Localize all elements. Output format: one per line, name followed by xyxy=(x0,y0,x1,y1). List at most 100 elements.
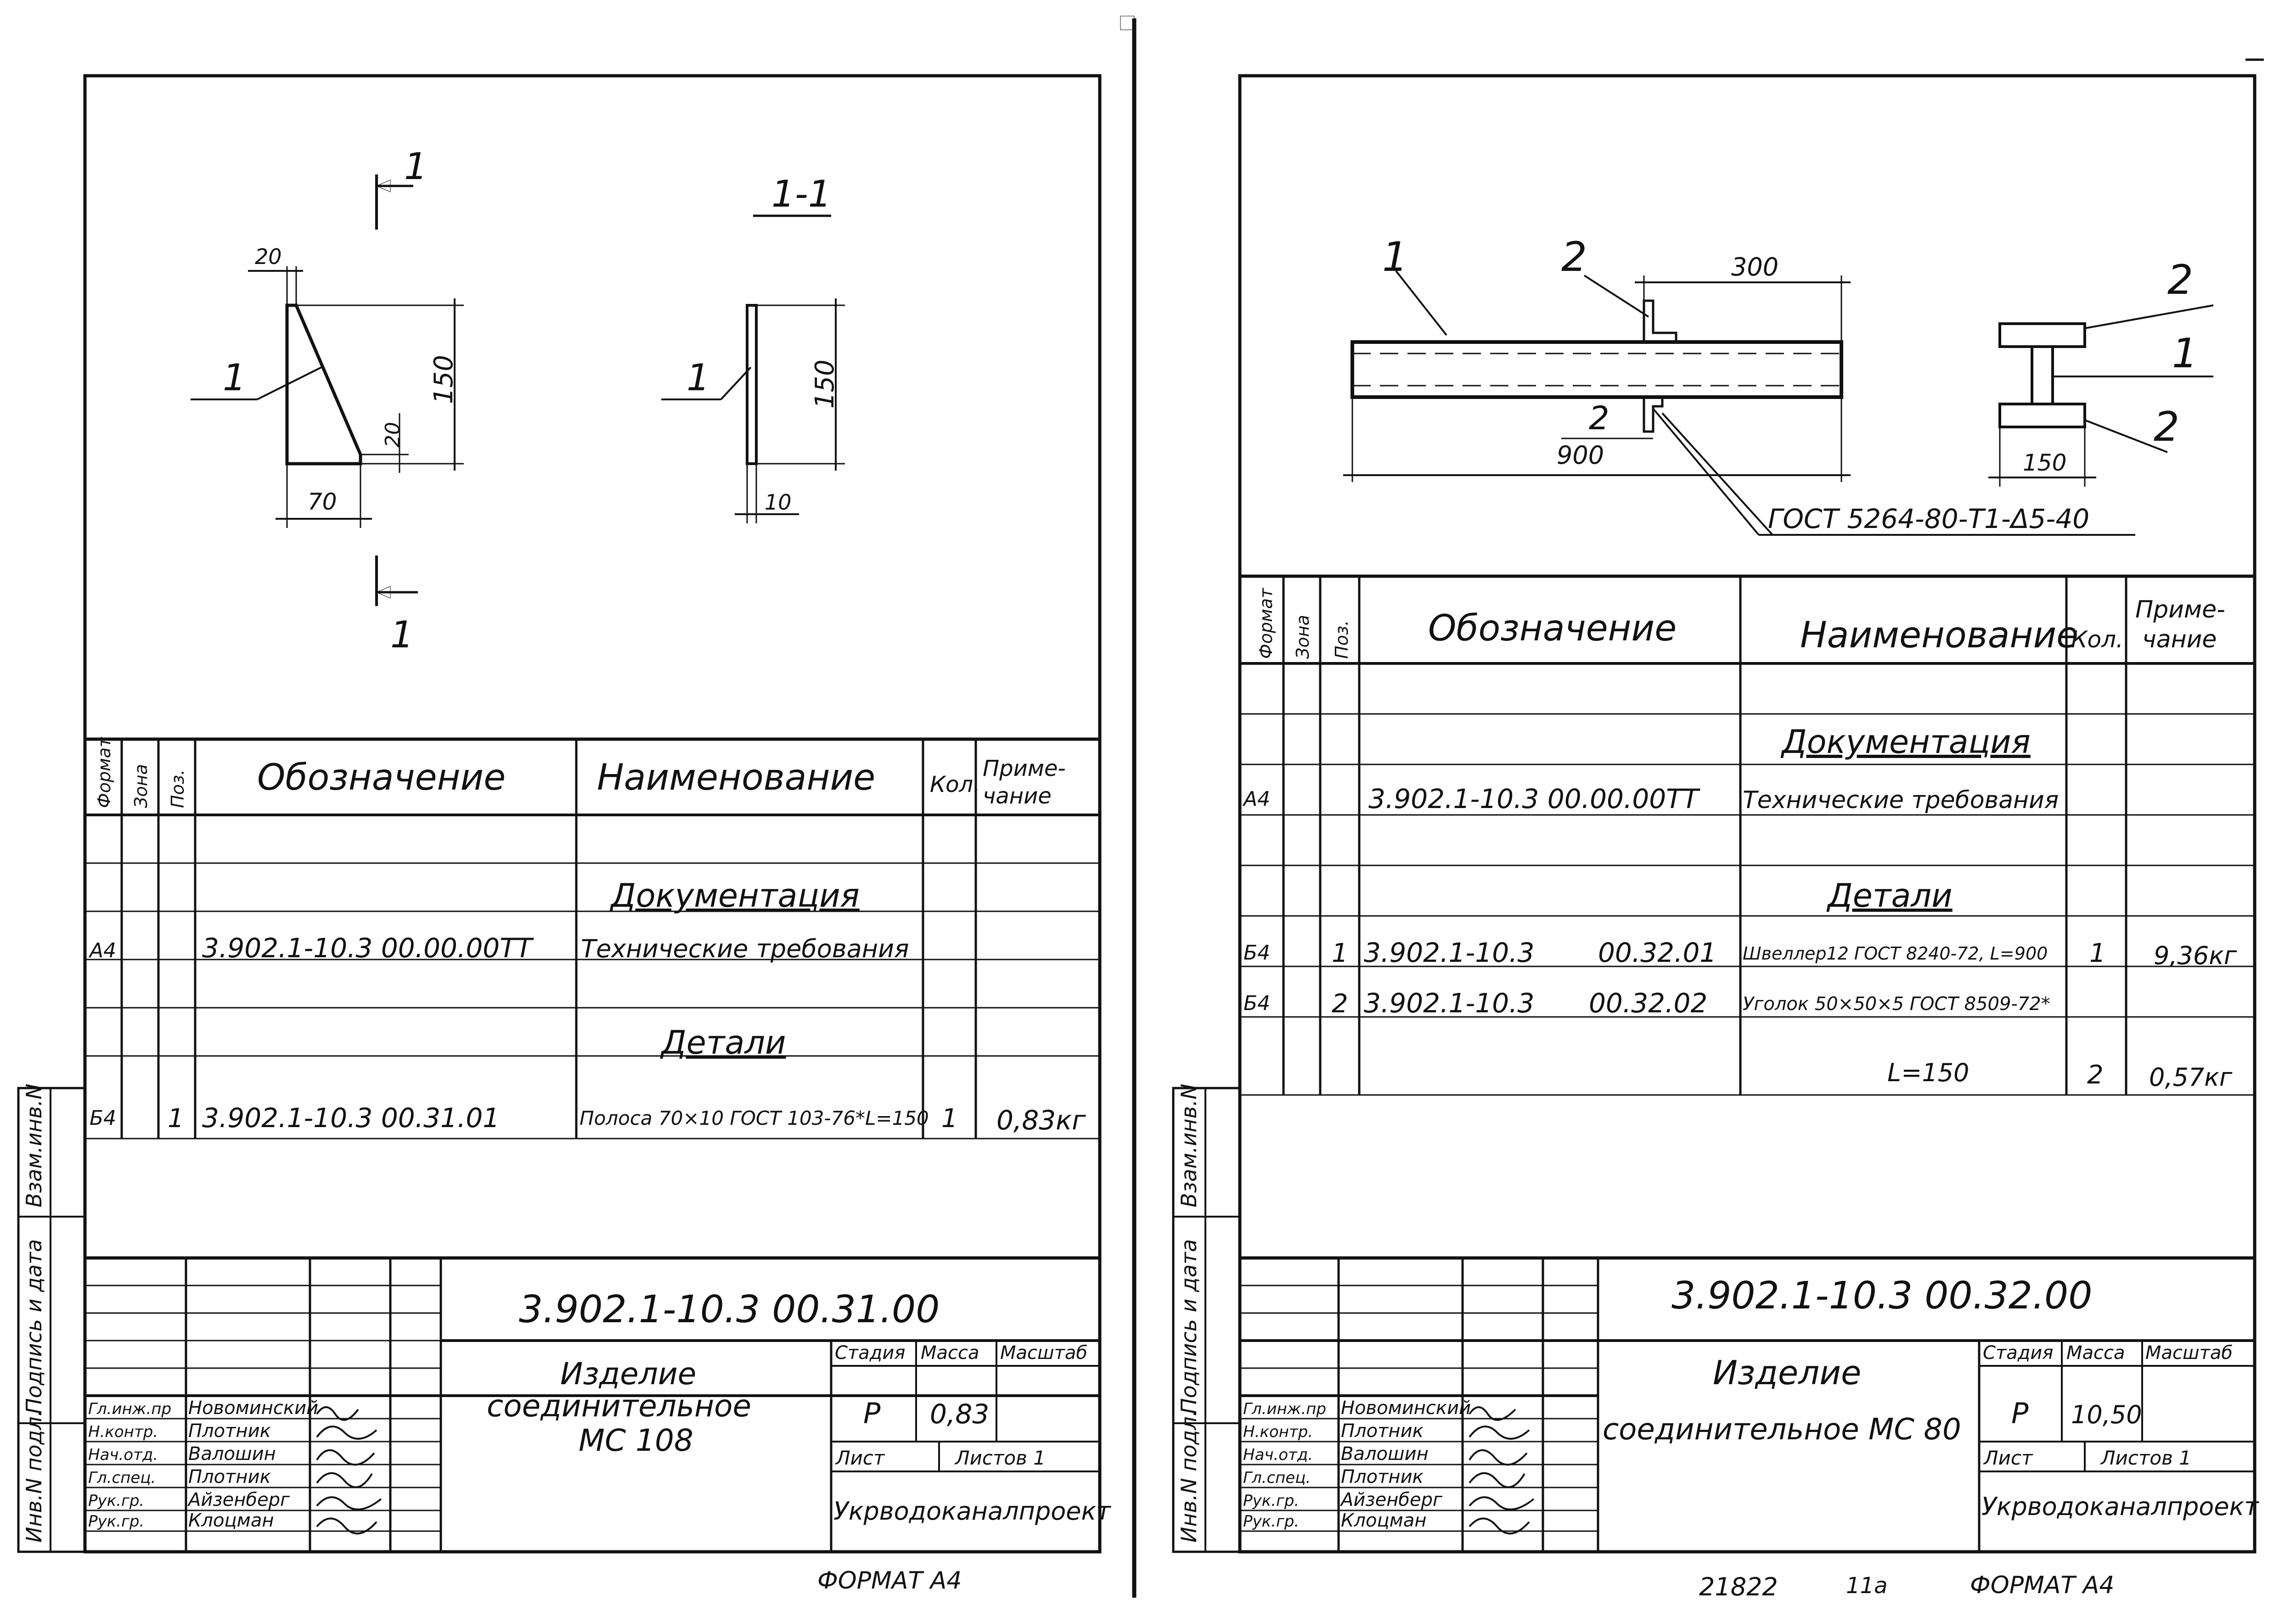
dim-300: 300 xyxy=(1731,253,1778,281)
right-stamp-sign: Подпись и дата xyxy=(1176,1239,1201,1414)
left-sheet: Инв.N подл. Подпись и дата Взам.инв.N 1 … xyxy=(17,74,1111,1594)
tb-mass: 0,83 xyxy=(930,1398,989,1430)
r-hdr-qty: Кол. xyxy=(2071,626,2123,653)
dim-150: 150 xyxy=(429,355,459,404)
left-spec-table: Формат Зона Поз. Обозначение Наименовани… xyxy=(85,736,1100,1260)
r-tb-role-3: Нач.отд. xyxy=(1243,1446,1313,1464)
tb-code: 3.902.1-10.3 00.31.00 xyxy=(519,1288,940,1331)
section-mark-top-label: 1 xyxy=(404,145,428,188)
signature-2 xyxy=(316,1426,377,1440)
tb-role-1: Гл.инж.пр xyxy=(88,1400,171,1418)
r-tb-name-2: соединительное МС 80 xyxy=(1603,1413,1961,1447)
r-row2-format: Б4 xyxy=(1244,992,1270,1015)
left-stamp-vzam: Взам.инв.N xyxy=(22,1083,46,1207)
r-row2-des-a: 3.902.1-10.3 xyxy=(1364,988,1534,1019)
r-tb-name-1: Изделие xyxy=(1713,1353,1861,1392)
tb-person-1: Новоминский xyxy=(188,1398,318,1419)
r-section-details: Детали xyxy=(1826,877,1953,915)
r-row1-pos: 1 xyxy=(1332,938,1348,968)
docs-name: Технические требования xyxy=(581,934,909,963)
right-side-stamp xyxy=(1172,1087,1241,1553)
hdr-designation: Обозначение xyxy=(257,757,506,798)
r-tb-code: 3.902.1-10.3 00.32.00 xyxy=(1671,1274,2092,1318)
r-row2-pos: 2 xyxy=(1332,989,1348,1019)
r-row1-qty: 1 xyxy=(2089,938,2106,968)
right-format-footer: ФОРМАТ А4 xyxy=(1970,1572,2114,1599)
r-tb-role-5: Рук.гр. xyxy=(1243,1492,1299,1510)
r-signature-3 xyxy=(1469,1449,1528,1466)
left-side-stamp xyxy=(17,1087,86,1553)
r-hdr-name: Наименование xyxy=(1800,615,2078,656)
left-format-footer: ФОРМАТ А4 xyxy=(817,1567,962,1594)
right-stamp-vzam: Взам.инв.N xyxy=(1176,1083,1201,1207)
left-stamp-sign: Подпись и дата xyxy=(22,1239,46,1414)
detail-note: 0,83кг xyxy=(996,1105,1086,1136)
r-row2b-note: 0,57кг xyxy=(2149,1063,2233,1092)
r-tb-person-6: Клоцман xyxy=(1341,1510,1427,1531)
tb-org: Укрводоканалпроект xyxy=(833,1497,1111,1526)
r-signature-2 xyxy=(1469,1426,1530,1440)
r-row2b-name: L=150 xyxy=(1887,1058,1969,1087)
detail-qty: 1 xyxy=(941,1104,958,1134)
right-spec-table: Формат Зона Поз. Обозначение Наименовани… xyxy=(1240,574,2255,1260)
angle-section-bottom xyxy=(1998,403,2086,428)
r-tb-person-5: Айзенберг xyxy=(1339,1489,1443,1510)
r-hdr-note-1: Приме- xyxy=(2135,596,2225,623)
r-row1-des-b: 00.32.01 xyxy=(1598,937,1716,968)
r-tb-sheet-label: Лист xyxy=(1983,1447,2033,1469)
tb-sheets-label: Листов 1 xyxy=(954,1447,1046,1469)
r-section-docs: Документация xyxy=(1780,723,2031,761)
r-tb-role-2: Н.контр. xyxy=(1243,1423,1313,1441)
r-tb-mass: 10,50 xyxy=(2071,1400,2142,1429)
tb-name-3: МС 108 xyxy=(579,1423,693,1458)
right-footer-num: 21822 xyxy=(1699,1572,1778,1601)
section-details: Детали xyxy=(660,1024,786,1061)
right-sheet: Инв.N подл. Подпись и дата Взам.инв.N 30… xyxy=(1172,74,2259,1601)
r-row2-name: Уголок 50×50×5 ГОСТ 8509-72* xyxy=(1743,994,2050,1015)
plate-front-view xyxy=(285,303,362,466)
signature-6 xyxy=(316,1517,377,1535)
label-right-2a: 2 xyxy=(2167,256,2193,303)
leader-label-1: 1 xyxy=(223,356,246,399)
angle-bottom xyxy=(1643,396,1664,433)
channel-section xyxy=(2031,345,2054,405)
r-tb-scale-label: Масштаб xyxy=(2145,1342,2233,1364)
r-tb-org: Укрводоканалпроект xyxy=(1981,1492,2259,1521)
dim-70: 70 xyxy=(308,488,337,515)
tb-person-5: Айзенберг xyxy=(187,1489,290,1510)
label-right-1: 1 xyxy=(2172,330,2198,377)
signature-4 xyxy=(316,1472,373,1488)
r-tb-role-4: Гл.спец. xyxy=(1243,1469,1311,1487)
label-part-1: 1 xyxy=(1382,233,1408,281)
right-frame xyxy=(1238,74,2257,1554)
dim-20-chamfer: 20 xyxy=(381,422,405,448)
r-hdr-designation: Обозначение xyxy=(1428,608,1677,649)
tb-person-3: Валошин xyxy=(188,1443,276,1465)
tb-scale-label: Масштаб xyxy=(1000,1342,1087,1364)
r-signature-4 xyxy=(1469,1472,1525,1488)
corner-mark xyxy=(1120,16,1135,30)
section-docs: Документация xyxy=(609,877,860,915)
dim-150-section: 150 xyxy=(810,359,840,409)
angle-section-top xyxy=(1998,322,2086,348)
tb-person-6: Клоцман xyxy=(188,1510,274,1531)
tb-role-5: Рук.гр. xyxy=(88,1492,144,1510)
hdr-zone: Зона xyxy=(131,764,151,808)
r-row1-format: Б4 xyxy=(1244,941,1270,965)
left-stamp-inv: Инв.N подл. xyxy=(22,1410,46,1543)
detail-designation: 3.902.1-10.3 00.31.01 xyxy=(202,1102,500,1134)
detail-name: Полоса 70×10 ГОСТ 103-76*L=150 xyxy=(580,1107,929,1129)
angle-top xyxy=(1643,299,1677,343)
tb-name-2: соединительное xyxy=(487,1388,751,1424)
tb-role-4: Гл.спец. xyxy=(88,1469,156,1487)
r-tb-person-2: Плотник xyxy=(1341,1420,1424,1442)
tb-role-6: Рук.гр. xyxy=(88,1512,144,1531)
hdr-name: Наименование xyxy=(597,757,875,798)
docs-designation: 3.902.1-10.3 00.00.00ТТ xyxy=(202,932,535,964)
section-title: 1-1 xyxy=(771,173,832,215)
r-signature-1 xyxy=(1469,1406,1516,1421)
weld-note: ГОСТ 5264-80-Т1-Δ5-40 xyxy=(1768,503,2089,534)
r-hdr-pos: Поз. xyxy=(1332,620,1352,659)
dim-900: 900 xyxy=(1557,441,1604,470)
r-signature-6 xyxy=(1469,1517,1530,1535)
